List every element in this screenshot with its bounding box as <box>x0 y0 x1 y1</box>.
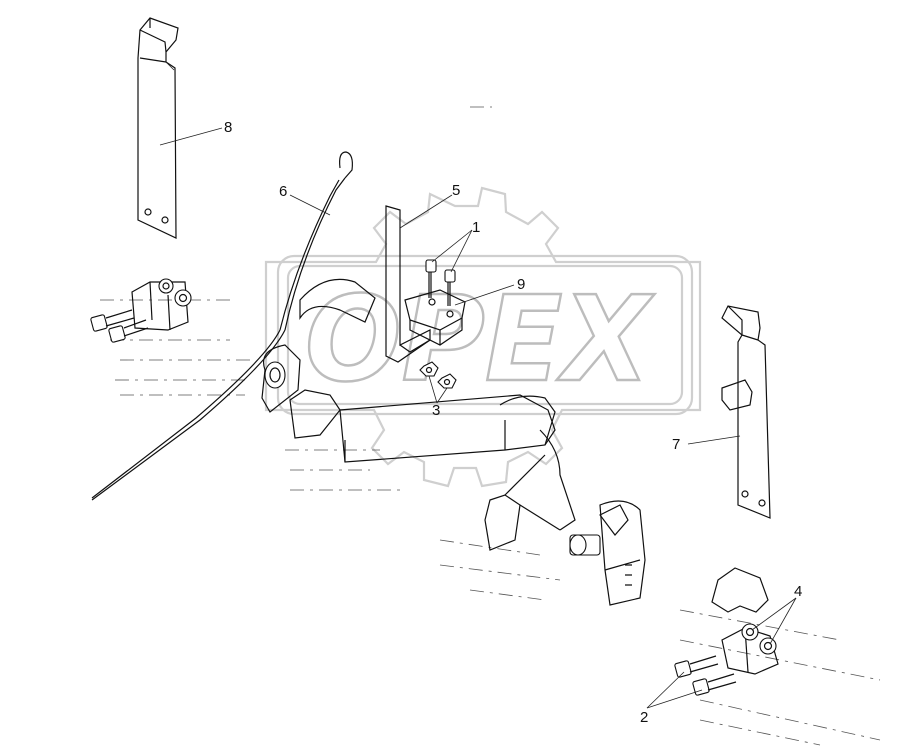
watermark-plate-inner <box>286 264 684 406</box>
leader-2b <box>646 689 703 709</box>
callouts: 8 6 5 1 9 3 7 4 2 <box>224 119 802 726</box>
part-1-screws <box>425 259 456 306</box>
callout-3: 3 <box>432 402 440 419</box>
callout-2: 2 <box>640 709 648 726</box>
part-7-strap <box>721 305 771 519</box>
callout-9: 9 <box>517 276 525 293</box>
part-8-strap <box>137 17 179 239</box>
leader-8 <box>159 127 223 146</box>
leader-2a <box>646 671 685 709</box>
leader-3b <box>436 387 448 404</box>
part-3-nuts <box>419 361 457 389</box>
left-clamp-assembly <box>90 278 192 343</box>
callout-1: 1 <box>472 219 480 236</box>
leader-3a <box>428 375 438 404</box>
leader-7 <box>687 435 741 445</box>
leader-lines <box>159 127 797 709</box>
leader-9 <box>454 284 515 306</box>
leader-6 <box>289 194 331 216</box>
callout-6: 6 <box>279 183 287 200</box>
part-5-bracket <box>385 205 431 363</box>
leader-4b <box>769 597 797 645</box>
leader-1b <box>450 229 473 273</box>
watermark-plate-outer <box>276 254 694 416</box>
callout-7: 7 <box>672 436 680 453</box>
part-9-plate <box>404 289 466 346</box>
part-6-pin-wire <box>91 151 353 501</box>
right-clamp-assembly <box>674 567 779 696</box>
leader-1a <box>431 229 473 263</box>
watermark-logo: OPEX <box>264 186 702 488</box>
callout-4: 4 <box>794 583 802 600</box>
gear-outline <box>264 186 702 488</box>
leader-5 <box>399 194 453 229</box>
leader-4a <box>751 597 797 631</box>
callout-5: 5 <box>452 182 460 199</box>
hitch-frame <box>261 278 646 606</box>
watermark-text: OPEX <box>305 270 655 408</box>
callout-8: 8 <box>224 119 232 136</box>
